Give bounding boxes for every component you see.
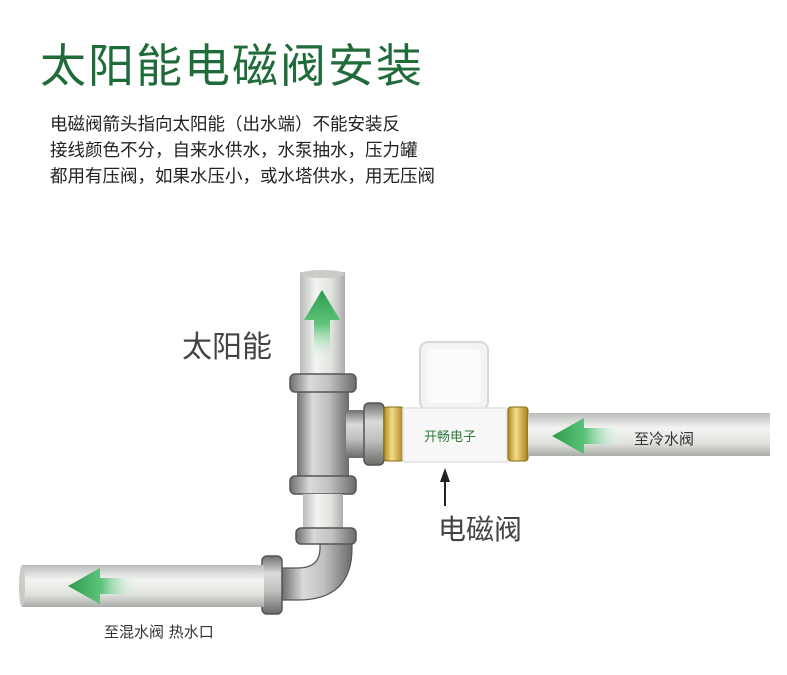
tee-fitting — [289, 373, 385, 495]
description: 电磁阀箭头指向太阳能（出水端）不能安装反 接线颜色不分，自来水供水，水泵抽水，压… — [50, 112, 435, 190]
solenoid-valve — [402, 341, 508, 463]
flow-arrow-left-cold-icon — [552, 418, 626, 454]
brass-connector-right — [507, 406, 529, 462]
cold-water-label: 至冷水阀 — [634, 430, 695, 448]
page-title: 太阳能电磁阀安装 — [40, 39, 424, 93]
pointer-arrow-icon — [440, 468, 450, 506]
solar-label: 太阳能 — [182, 330, 272, 365]
flow-arrow-left-hot-icon — [68, 568, 142, 604]
solenoid-valve-label: 电磁阀 — [438, 513, 523, 546]
mixing-valve-label: 至混水阀 热水口 — [104, 623, 214, 641]
description-line-1: 电磁阀箭头指向太阳能（出水端）不能安装反 — [50, 115, 400, 135]
hot-water-pipe — [19, 565, 264, 607]
flow-arrow-up-icon — [304, 290, 340, 365]
brass-connector-left — [383, 406, 405, 462]
description-line-3: 都用有压阀，如果水压小，或水塔供水，用无压阀 — [50, 167, 435, 187]
valve-brand-label: 开畅电子 — [424, 430, 477, 445]
elbow-fitting — [261, 527, 357, 615]
description-line-2: 接线颜色不分，自来水供水，水泵抽水，压力罐 — [50, 141, 418, 161]
